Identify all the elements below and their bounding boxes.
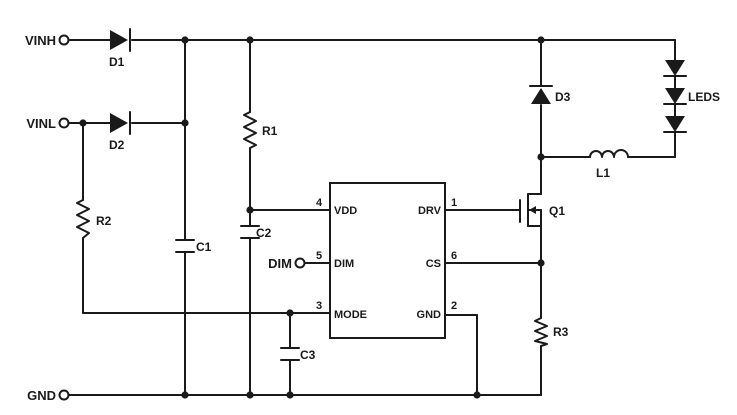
label-c3: C3 (300, 348, 316, 362)
label-leds: LEDS (688, 90, 720, 104)
resistor-r2 (76, 199, 90, 239)
capacitor-c2 (240, 225, 260, 239)
net-label-vinl: VINL (26, 116, 56, 131)
dim-terminal (294, 257, 306, 269)
pin-number-cs: 6 (451, 250, 457, 262)
diode-d2 (110, 111, 131, 135)
diode-d1 (110, 28, 131, 52)
label-q1: Q1 (549, 204, 565, 218)
label-c1: C1 (196, 240, 212, 254)
net-label-vinh: VINH (25, 33, 56, 48)
capacitor-c1 (175, 239, 195, 253)
label-d3: D3 (555, 90, 571, 104)
gnd-terminal (58, 389, 70, 401)
pin-number-drv: 1 (451, 197, 457, 209)
label-l1: L1 (596, 166, 610, 180)
resistor-r1 (243, 111, 257, 149)
junction-dots (79, 36, 545, 399)
led-string (663, 60, 687, 133)
label-d1: D1 (109, 55, 125, 69)
label-c2: C2 (256, 226, 272, 240)
label-r1: R1 (262, 124, 278, 138)
pin-number-gnd: 2 (451, 300, 457, 312)
controller-ic (329, 182, 446, 339)
pin-name-mode: MODE (334, 309, 367, 321)
vinh-terminal (58, 34, 70, 46)
pin-number-vdd: 4 (316, 197, 323, 209)
pin-name-gnd: GND (417, 309, 442, 321)
net-label-gnd: GND (27, 388, 56, 403)
pin-name-vdd: VDD (334, 205, 357, 217)
capacitor-c3 (280, 347, 300, 361)
label-d2: D2 (109, 138, 125, 152)
pin-name-drv: DRV (418, 205, 442, 217)
net-label-dim: DIM (268, 256, 292, 271)
pin-number-mode: 3 (316, 300, 322, 312)
label-r3: R3 (553, 325, 569, 339)
vinl-terminal (58, 117, 70, 129)
pin-name-cs: CS (426, 258, 441, 270)
diode-d3 (529, 85, 553, 104)
pin-number-dim: 5 (316, 250, 322, 262)
pin-name-dim: DIM (334, 258, 354, 270)
resistor-r3 (534, 317, 548, 347)
mosfet-q1 (519, 193, 542, 227)
inductor-l1 (589, 149, 629, 158)
label-r2: R2 (96, 214, 112, 228)
